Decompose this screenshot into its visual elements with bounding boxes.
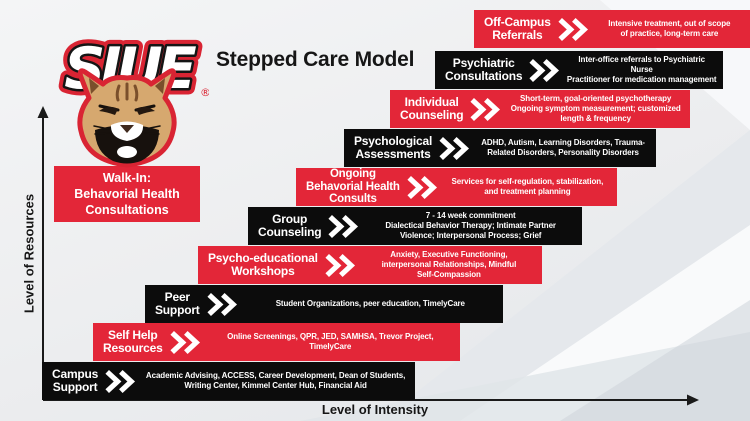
double-chevron-right-icon: [170, 330, 200, 354]
step-description: Academic Advising, ACCESS, Career Develo…: [145, 371, 406, 390]
step-description: Short-term, goal-oriented psychotherapy …: [510, 94, 681, 123]
double-chevron-right-icon: [558, 17, 588, 41]
page-title: Stepped Care Model: [216, 48, 415, 71]
step-group-counseling: Group Counseling 7 - 14 week commitment …: [248, 207, 582, 245]
step-self-help-resources: Self Help Resources Online Screenings, Q…: [93, 323, 460, 361]
step-description: Student Organizations, peer education, T…: [275, 299, 465, 309]
registered-mark: ®: [200, 86, 209, 99]
step-description: Intensive treatment, out of scope of pra…: [608, 19, 731, 38]
double-chevron-right-icon: [470, 97, 501, 121]
step-description: 7 - 14 week commitment Dialectical Behav…: [385, 211, 556, 240]
step-title: Peer Support: [155, 289, 200, 317]
step-title: Psycho-educational Workshops: [208, 250, 318, 278]
step-individual-counseling: Individual Counseling Short-term, goal-o…: [390, 90, 690, 128]
step-title: Off-Campus Referrals: [484, 14, 551, 42]
step-ongoing-behavioral-health-consults: Ongoing Behavorial Health Consults Servi…: [296, 168, 617, 206]
siue-logo: SIUE SIUE ®: [58, 30, 209, 168]
double-chevron-right-icon: [328, 214, 359, 238]
double-chevron-right-icon: [105, 369, 136, 393]
step-description: Services for self-regulation, stabilizat…: [451, 177, 604, 196]
walk-in-callout: Walk-In: Behavorial Health Consultations: [54, 166, 200, 222]
step-psychological-assessments: Psychological Assessments ADHD, Autism, …: [344, 129, 656, 167]
double-chevron-right-icon: [325, 253, 355, 277]
step-title: Ongoing Behavorial Health Consults: [306, 168, 400, 206]
step-title: Campus Support: [52, 366, 99, 394]
x-axis-arrow-icon: [687, 394, 699, 406]
step-description: Anxiety, Executive Functioning, interper…: [381, 250, 517, 279]
double-chevron-right-icon: [407, 175, 437, 199]
step-title: Individual Counseling: [400, 94, 464, 122]
step-description: Inter-office referrals to Psychiatric Nu…: [566, 55, 717, 84]
y-axis-label: Level of Resources: [21, 193, 37, 314]
step-peer-support: Peer Support Student Organizations, peer…: [145, 285, 503, 323]
step-description: ADHD, Autism, Learning Disorders, Trauma…: [481, 138, 645, 157]
step-psychiatric-consultations: Psychiatric Consultations Inter-office r…: [435, 51, 723, 89]
cougar-mascot-icon: [77, 68, 177, 168]
step-campus-support: Campus Support Academic Advising, ACCESS…: [42, 362, 415, 400]
step-psycho-educational-workshops: Psycho-educational Workshops Anxiety, Ex…: [198, 246, 542, 284]
step-description: Online Screenings, QPR, JED, SAMHSA, Tre…: [227, 332, 434, 351]
step-title: Psychiatric Consultations: [445, 55, 523, 83]
step-title: Self Help Resources: [103, 327, 163, 355]
double-chevron-right-icon: [529, 58, 560, 82]
step-off-campus-referrals: Off-Campus Referrals Intensive treatment…: [474, 10, 750, 48]
step-title: Psychological Assessments: [354, 133, 433, 161]
step-title: Group Counseling: [258, 211, 322, 239]
x-axis-label: Level of Intensity: [321, 402, 429, 417]
double-chevron-right-icon: [207, 292, 237, 316]
double-chevron-right-icon: [439, 136, 470, 160]
